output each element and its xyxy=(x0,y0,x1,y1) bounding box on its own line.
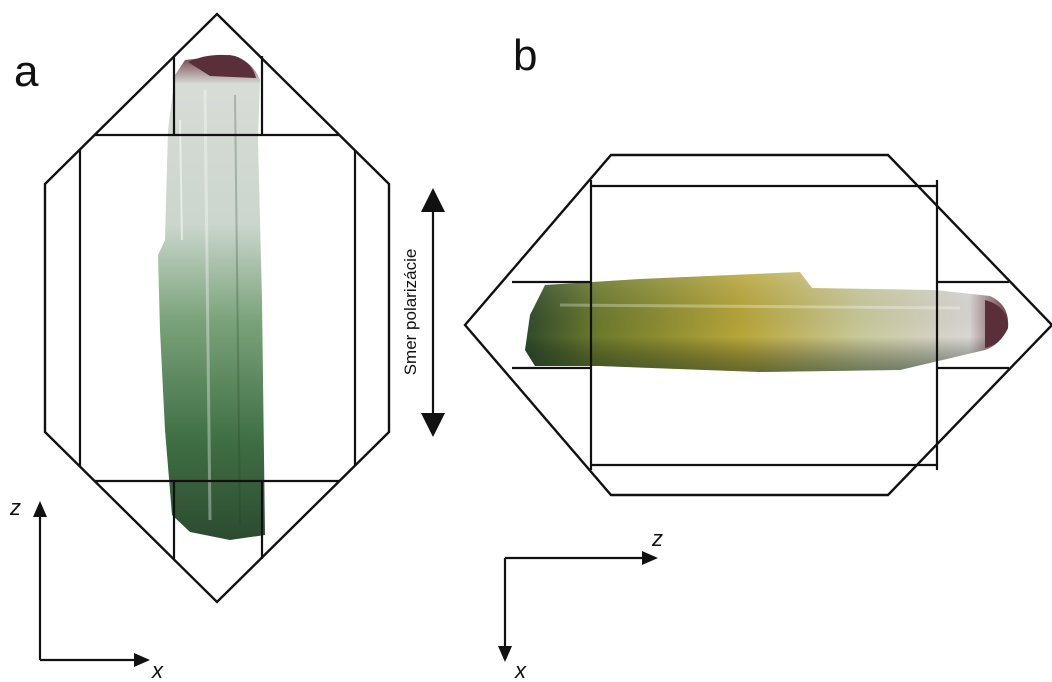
axis-label-b-z: z xyxy=(651,526,663,551)
axis-label-a-x: x xyxy=(151,658,164,682)
panel-label-b: b xyxy=(513,31,537,80)
axis-label-b-x: x xyxy=(514,658,527,682)
axes-b xyxy=(498,551,658,662)
axis-label-a-z: z xyxy=(9,495,21,520)
axes-a xyxy=(33,501,150,667)
crystal-b xyxy=(525,272,1008,372)
polarization-label: Smer polarizácie xyxy=(401,249,420,376)
polarization-arrow xyxy=(421,188,445,437)
panel-label-a: a xyxy=(14,47,39,96)
